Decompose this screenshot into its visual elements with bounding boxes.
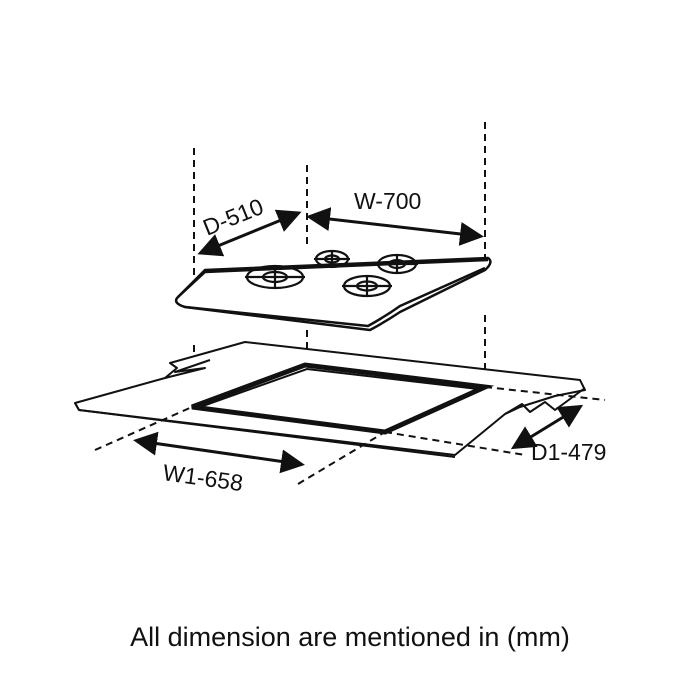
break-mark-left	[164, 359, 211, 379]
arrow-cutout-width	[133, 431, 305, 474]
dimension-arrows	[133, 207, 584, 474]
ext-w1-left	[94, 406, 193, 451]
arrow-depth	[197, 209, 302, 257]
hob-front-edge	[184, 266, 486, 328]
label-depth: D-510	[199, 193, 267, 241]
label-width: W-700	[354, 188, 421, 214]
countertop-left-edge	[74, 402, 80, 411]
burner-front-right	[342, 274, 392, 298]
units-caption: All dimension are mentioned in (mm)	[130, 622, 570, 652]
label-cutout-depth: D1-479	[531, 439, 606, 465]
ext-w1-right	[297, 431, 386, 485]
hob-body	[174, 256, 492, 332]
extension-lines	[94, 386, 606, 485]
burners	[245, 249, 418, 298]
arrow-cutout-depth	[510, 404, 584, 450]
ext-d1-back	[484, 386, 606, 401]
burner-back-left	[314, 249, 350, 269]
countertop	[74, 341, 586, 458]
hob-cooktop	[174, 256, 492, 332]
burner-front-left	[245, 264, 305, 290]
burner-back-right	[376, 253, 418, 275]
cutout-inner-edge	[199, 367, 479, 408]
label-cutout-width: W1-658	[161, 459, 244, 496]
countertop-surface	[74, 341, 586, 456]
arrow-width	[306, 207, 484, 246]
